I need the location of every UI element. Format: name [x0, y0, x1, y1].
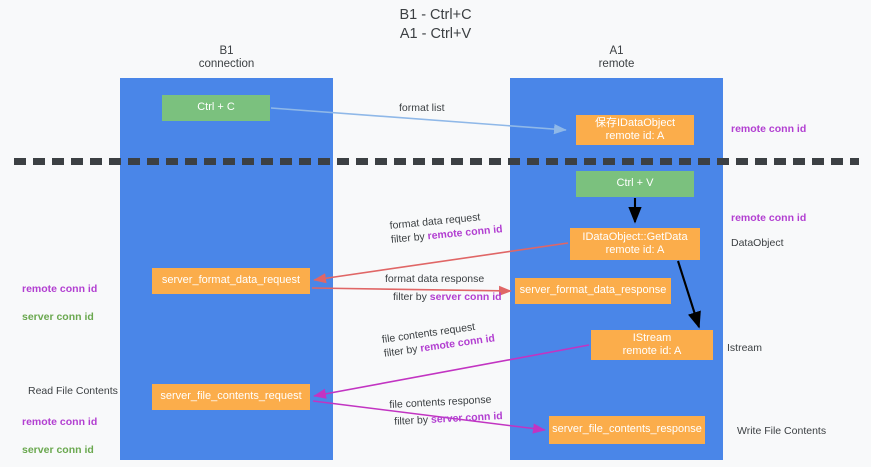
filter-prefix: filter by [383, 342, 422, 360]
edge-label-format-data-request: format data request filter by remote con… [389, 208, 503, 247]
lane-header-b1: B1 connection [198, 45, 255, 70]
filter-key-server-conn-id: server conn id [429, 291, 502, 303]
annotation-istream: Istream [727, 342, 763, 354]
edge-label-format-data-response-line1: format data response [385, 273, 485, 285]
node-ctrl-c[interactable]: Ctrl + C [162, 95, 270, 121]
annotation-left-remote-conn-id-mid: remote conn id [22, 283, 98, 295]
lane-header-a1: A1 remote [598, 45, 635, 70]
edge-label-file-contents-request: file contents request filter by remote c… [381, 317, 496, 360]
node-server-format-data-response[interactable]: server_format_data_response [515, 278, 671, 304]
edge-label-format-data-response: format data response filter by server co… [385, 272, 502, 304]
annotation-left-conn-ids-bottom: remote conn id server conn id [22, 401, 97, 467]
edge-label-format-list: format list [399, 101, 445, 115]
filter-prefix: filter by [393, 413, 432, 428]
annotation-write-file-contents: Write File Contents [737, 425, 827, 437]
annotation-remote-conn-id-mid: remote conn id [731, 212, 807, 224]
edge-label-file-contents-response-line2: filter by server conn id [390, 409, 503, 429]
node-server-format-data-request[interactable]: server_format_data_request [152, 268, 310, 294]
edge-label-format-list-text: format list [399, 102, 445, 114]
annotation-left-server-conn-id-bottom: server conn id [22, 444, 94, 456]
node-istream[interactable]: IStream remote id: A [591, 330, 713, 360]
annotation-remote-conn-id-top: remote conn id [731, 123, 807, 135]
filter-prefix: filter by [390, 230, 429, 246]
phase-divider [14, 158, 859, 165]
filter-key-server-conn-id: server conn id [430, 410, 503, 426]
node-server-file-contents-response[interactable]: server_file_contents_response [549, 416, 705, 444]
annotation-dataobject: DataObject [731, 237, 784, 249]
node-ctrl-v[interactable]: Ctrl + V [576, 171, 694, 197]
node-server-file-contents-request[interactable]: server_file_contents_request [152, 384, 310, 410]
edge-label-file-contents-response: file contents response filter by server … [389, 392, 503, 429]
node-save-idataobject[interactable]: 保存IDataObject remote id: A [576, 115, 694, 145]
edge-label-format-data-response-line2: filter by server conn id [385, 290, 502, 304]
annotation-left-remote-conn-id-bottom: remote conn id [22, 416, 98, 428]
annotation-left-conn-ids-mid: remote conn id server conn id [22, 268, 97, 338]
annotation-left-server-conn-id-mid: server conn id [22, 311, 94, 323]
annotation-read-file-contents: Read File Contents [28, 385, 118, 397]
node-idataobject-getdata[interactable]: IDataObject::GetData remote id: A [570, 228, 700, 260]
page-title: B1 - Ctrl+C A1 - Ctrl+V [399, 7, 472, 42]
filter-prefix: filter by [393, 291, 430, 303]
